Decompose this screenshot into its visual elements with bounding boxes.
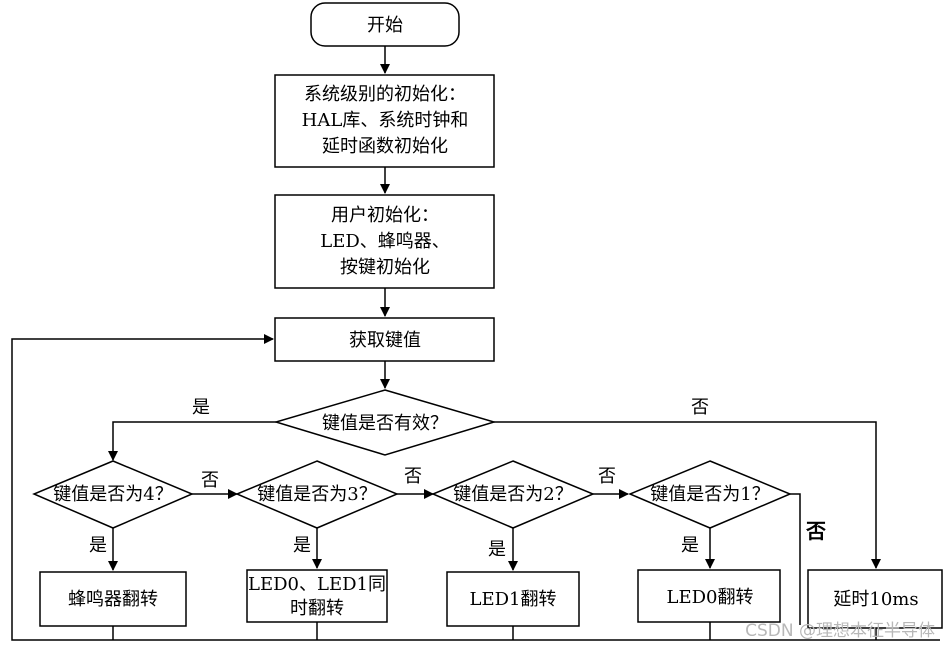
key-valid-label: 键值是否有效？: [322, 413, 448, 434]
is3-decision: [235, 460, 399, 529]
led1-label: LED1翻转: [470, 589, 557, 610]
led01-box: [246, 569, 388, 623]
yes-label-is2: 是: [488, 539, 506, 560]
line-is1-no-down: [790, 493, 801, 625]
no-label-is2: 否: [598, 466, 616, 487]
start-label: 开始: [367, 15, 403, 36]
connectors: [11, 46, 940, 641]
watermark: CSDN @理想本征半导体: [745, 621, 935, 641]
led0-box: [637, 569, 781, 623]
buzzer-label: 蜂鸣器翻转: [68, 589, 158, 610]
led01-line-1: LED0、LED1同: [248, 574, 386, 595]
no-label-is4: 否: [201, 470, 219, 491]
node-texts: 开始 系统级别的初始化： HAL库、系统时钟和 延时函数初始化 用户初始化： L…: [53, 15, 918, 619]
yes-label-valid: 是: [192, 397, 210, 418]
is2-decision: [431, 460, 595, 529]
get-key-box: [274, 317, 495, 362]
is3-label: 键值是否为3？: [257, 484, 376, 505]
yes-label-is4: 是: [89, 535, 107, 556]
led01-line-2: 时翻转: [290, 598, 344, 619]
nodes: [32, 2, 943, 629]
branch-labels: 是 否 否 否 否 否 是 是 是 是: [89, 397, 826, 560]
key-valid-decision: [273, 389, 497, 456]
is4-decision: [32, 460, 194, 529]
no-label-is1: 否: [805, 519, 826, 543]
delay-label: 延时10ms: [833, 589, 918, 610]
is2-label: 键值是否为2？: [453, 484, 572, 505]
is1-decision: [628, 460, 792, 529]
buzzer-box: [39, 571, 187, 627]
user-init-line-3: 按键初始化: [340, 257, 430, 278]
sys-init-line-2: HAL库、系统时钟和: [302, 110, 469, 131]
led0-label: LED0翻转: [667, 587, 754, 608]
led1-box: [446, 571, 580, 627]
loop-back-to-getkey: [11, 334, 940, 641]
sys-init-box: [274, 74, 495, 168]
yes-label-is3: 是: [293, 535, 311, 556]
get-key-label: 获取键值: [349, 330, 421, 351]
start-terminal: [310, 2, 460, 47]
is1-label: 键值是否为1？: [650, 484, 769, 505]
user-init-box: [274, 194, 495, 289]
arrow-valid-no-to-delay: [494, 421, 881, 569]
user-init-line-1: 用户初始化：: [331, 205, 439, 226]
sys-init-line-1: 系统级别的初始化：: [304, 84, 466, 105]
arrow-valid-yes-to-is4: [108, 421, 276, 461]
is4-label: 键值是否为4？: [53, 484, 172, 505]
no-label-valid: 否: [691, 397, 709, 418]
sys-init-line-3: 延时函数初始化: [322, 136, 448, 157]
no-label-is3: 否: [404, 466, 422, 487]
yes-label-is1: 是: [681, 535, 699, 556]
user-init-line-2: LED、蜂鸣器、: [320, 231, 450, 252]
delay-box: [807, 569, 943, 629]
